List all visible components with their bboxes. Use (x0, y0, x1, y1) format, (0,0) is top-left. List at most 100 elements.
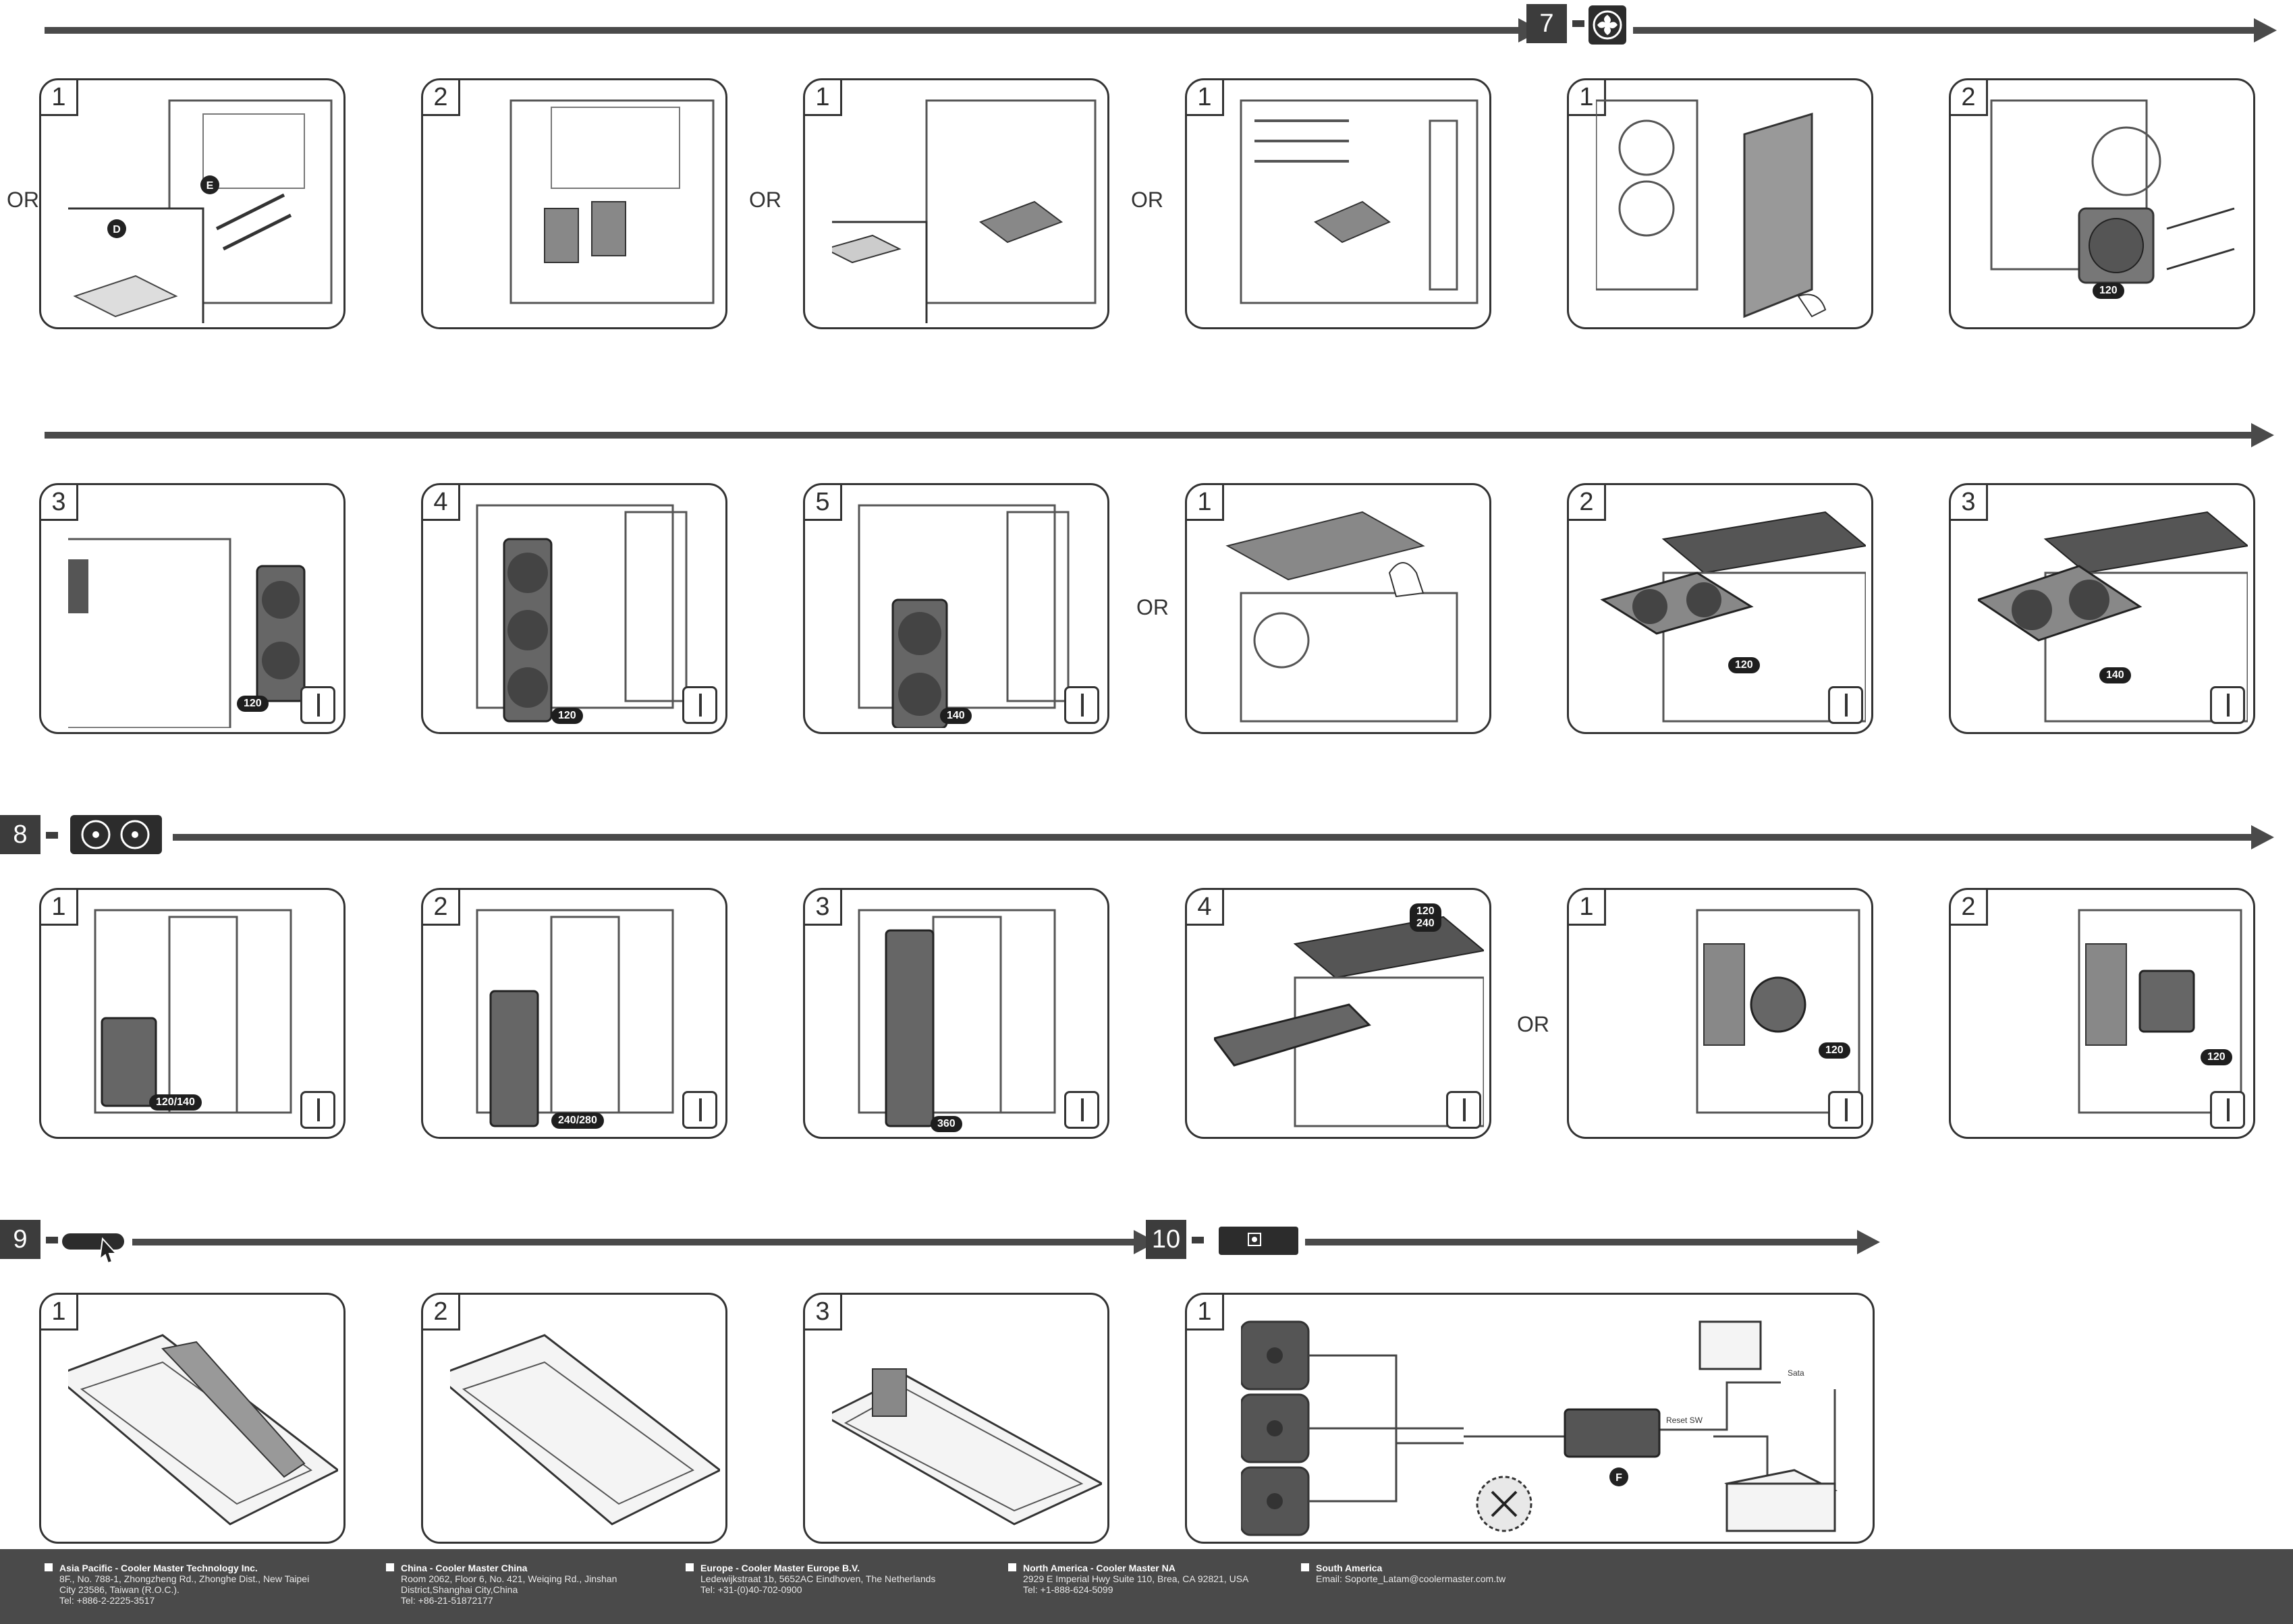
reset-sw-label: Reset SW (1666, 1416, 1703, 1425)
row1-arrow-left (45, 27, 1522, 34)
panel-row3-1: 1 120/140 (39, 888, 346, 1139)
top-radiator-illustration (1214, 916, 1484, 1127)
section-7-dash (1572, 20, 1584, 27)
fan-size-tag: 120 (237, 696, 269, 712)
step-number: 3 (805, 890, 842, 926)
panel-row4-1: 1 (39, 1293, 346, 1544)
office-phone: Tel: +1-888-624-5099 (1023, 1584, 1113, 1595)
office-address: Room 2062, Floor 6, No. 421, Weiqing Rd.… (401, 1573, 617, 1584)
dust-filter-release-illustration (450, 1334, 720, 1525)
office-address: 2929 E Imperial Hwy Suite 110, Brea, CA … (1023, 1573, 1249, 1584)
panel-row3-3: 3 360 (803, 888, 1109, 1139)
radiator-size-tag: 120 240 (1410, 903, 1441, 932)
row1-arrow-right-head (2254, 18, 2277, 43)
office-name: Europe - Cooler Master Europe B.V. (700, 1563, 860, 1573)
section-10-dash (1192, 1237, 1204, 1243)
screwdriver-icon (300, 686, 335, 724)
section-8-dash (46, 832, 58, 839)
section-10-badge: 10 (1146, 1220, 1186, 1259)
fan-icon (1588, 5, 1626, 45)
office-phone: Tel: +86-21-51872177 (401, 1595, 493, 1606)
radiator-size-tag: 360 (931, 1116, 962, 1132)
fan-size-tag: 120 (551, 708, 583, 724)
fan-hub-wiring-illustration: F Reset SW Sata (1241, 1320, 1838, 1536)
office-north-america: North America - Cooler Master NA 2929 E … (1008, 1563, 1249, 1595)
panel-row1-2: 2 (421, 78, 727, 329)
case-ssd-mount-illustration (509, 99, 715, 304)
fan-hub-icon (1219, 1227, 1298, 1255)
office-asia-pacific: Asia Pacific - Cooler Master Technology … (45, 1563, 310, 1606)
section-9-badge: 9 (0, 1220, 40, 1259)
screwdriver-icon (300, 1091, 335, 1129)
callout-e: E (206, 180, 214, 192)
step-number: 1 (41, 890, 78, 926)
top-panel-removal-illustration (1225, 511, 1458, 723)
rear-radiator-install-illustration (2078, 909, 2242, 1114)
panel-row3-6: 2 120 (1949, 888, 2255, 1139)
step-number: 2 (423, 80, 460, 116)
screwdriver-icon (1446, 1091, 1481, 1129)
step-number: 1 (41, 80, 78, 116)
dust-filter-removal-illustration (68, 1334, 338, 1525)
front-360-radiator-illustration (858, 909, 1056, 1127)
office-address: District,Shanghai City,China (401, 1584, 518, 1595)
triple-120-fan-install-illustration (476, 504, 688, 723)
fan-size-tag: 120 (1728, 657, 1760, 673)
step-number: 1 (1187, 80, 1224, 116)
office-email: Email: Soporte_Latam@coolermaster.com.tw (1316, 1573, 1506, 1584)
screwdriver-icon (1828, 1091, 1863, 1129)
step-number: 3 (805, 1295, 842, 1331)
top-120-fan-install-illustration (1600, 511, 1866, 723)
row4-arrow-right (1305, 1239, 1858, 1245)
step-number: 1 (1187, 485, 1224, 521)
office-name: South America (1316, 1563, 1383, 1573)
step-number: 2 (1569, 485, 1606, 521)
sata-label: Sata (1788, 1368, 1804, 1378)
fan-size-tag: 120 (2201, 1049, 2232, 1065)
step-number: 2 (1951, 890, 1988, 926)
step-number: 1 (1569, 80, 1606, 116)
panel-row2-6: 3 140 (1949, 483, 2255, 734)
section-7-badge: 7 (1526, 4, 1567, 43)
panel-row3-5: 1 120 (1567, 888, 1873, 1139)
panel-row2-4: 1 (1185, 483, 1491, 734)
panel-row1-5: 1 (1567, 78, 1873, 329)
row2-arrow (45, 432, 2251, 439)
step-number: 2 (423, 890, 460, 926)
step-number: 5 (805, 485, 842, 521)
office-europe: Europe - Cooler Master Europe B.V. Ledew… (686, 1563, 935, 1595)
fan-size-tag: 140 (2099, 667, 2131, 683)
step-number: 3 (1951, 485, 1988, 521)
office-address: 8F., No. 788-1, Zhongzheng Rd., Zhonghe … (59, 1573, 310, 1584)
office-south-america: South America Email: Soporte_Latam@coole… (1301, 1563, 1506, 1584)
case-drive-tray-illustration (832, 99, 1097, 323)
step-number: 2 (1951, 80, 1988, 116)
office-china: China - Cooler Master China Room 2062, F… (386, 1563, 617, 1606)
step-number: 1 (41, 1295, 78, 1331)
panel-row3-2: 2 240/280 (421, 888, 727, 1139)
step-number: 3 (41, 485, 78, 521)
callout-f: F (1615, 1472, 1622, 1484)
office-name: Asia Pacific - Cooler Master Technology … (59, 1563, 258, 1573)
footer-contact-bar: Asia Pacific - Cooler Master Technology … (0, 1549, 2293, 1624)
office-phone: Tel: +886-2-2225-3517 (59, 1595, 155, 1606)
screwdriver-icon (682, 686, 717, 724)
office-name: China - Cooler Master China (401, 1563, 528, 1573)
row1-arrow-right (1633, 27, 2254, 34)
dual-140-fan-install-illustration (858, 504, 1070, 728)
row2-arrow-head (2251, 423, 2274, 447)
screwdriver-icon (682, 1091, 717, 1129)
panel-row4-3: 3 (803, 1293, 1109, 1544)
radiator-size-tag: 120/140 (149, 1094, 202, 1111)
screwdriver-icon (2210, 686, 2245, 724)
panel-row2-3: 5 140 (803, 483, 1109, 734)
top-140-fan-install-illustration (1978, 511, 2248, 723)
row3-arrow (173, 834, 2251, 841)
step-number: 2 (423, 1295, 460, 1331)
panel-row1-4: 1 (1185, 78, 1491, 329)
office-phone: Tel: +31-(0)40-702-0900 (700, 1584, 802, 1595)
fan-size-tag: 120 (1819, 1042, 1850, 1059)
case-hdd-bay-illustration (1240, 99, 1479, 304)
screwdriver-icon (2210, 1091, 2245, 1129)
front-240-280-radiator-illustration (476, 909, 674, 1127)
